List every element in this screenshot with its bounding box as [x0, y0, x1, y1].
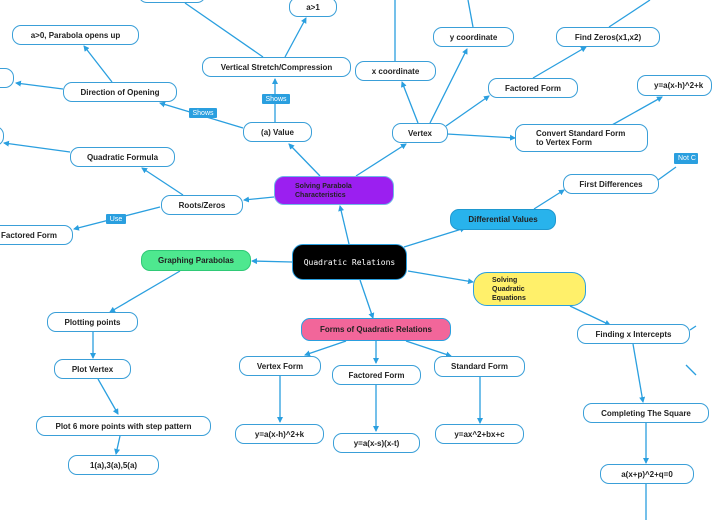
- tag-not: Not C: [674, 153, 698, 164]
- root-topic[interactable]: Quadratic Relations: [292, 244, 407, 280]
- topic-solving-parabola[interactable]: Solving Parabola Characteristics: [274, 176, 394, 205]
- node-factored-form-equation[interactable]: y=a(x-s)(x-t): [333, 433, 420, 453]
- node-finding-x-intercepts[interactable]: Finding x Intercepts: [577, 324, 690, 344]
- topic-differential-values[interactable]: Differential Values: [450, 209, 556, 230]
- node-offscreen-left-1[interactable]: [0, 68, 14, 88]
- node-roots-zeros[interactable]: Roots/Zeros: [161, 195, 243, 215]
- node-completed-equation[interactable]: a(x+p)^2+q=0: [600, 464, 694, 484]
- node-quadratic-formula[interactable]: Quadratic Formula: [70, 147, 175, 167]
- node-a-greater-0[interactable]: a>0, Parabola opens up: [12, 25, 139, 45]
- node-first-differences[interactable]: First Differences: [563, 174, 659, 194]
- node-convert-standard[interactable]: Convert Standard Form to Vertex Form: [515, 124, 648, 152]
- node-plot-vertex[interactable]: Plot Vertex: [54, 359, 131, 379]
- node-factored-form[interactable]: Factored Form: [332, 365, 421, 385]
- node-vertex-form[interactable]: Vertex Form: [239, 356, 321, 376]
- node-vertex-form-equation[interactable]: y=a(x-h)^2+k: [235, 424, 324, 444]
- node-factored-form-vertex[interactable]: Factored Form: [488, 78, 578, 98]
- node-offscreen-top[interactable]: [138, 0, 206, 3]
- node-direction-opening[interactable]: Direction of Opening: [63, 82, 177, 102]
- node-vertical-stretch[interactable]: Vertical Stretch/Compression: [202, 57, 351, 77]
- topic-forms[interactable]: Forms of Quadratic Relations: [301, 318, 451, 341]
- node-standard-form-equation[interactable]: y=ax^2+bx+c: [435, 424, 524, 444]
- node-vertex[interactable]: Vertex: [392, 123, 448, 143]
- node-find-zeros[interactable]: Find Zeros(x1,x2): [556, 27, 660, 47]
- tag-shows-a-value: Shows: [189, 108, 217, 118]
- tag-shows-stretch: Shows: [262, 94, 290, 104]
- topic-solving-equations[interactable]: Solving Quadratic Equations: [473, 272, 586, 306]
- topic-graphing-parabolas[interactable]: Graphing Parabolas: [141, 250, 251, 271]
- node-a-value[interactable]: (a) Value: [243, 122, 312, 142]
- node-plot-6-points[interactable]: Plot 6 more points with step pattern: [36, 416, 211, 436]
- node-x-coordinate[interactable]: x coordinate: [355, 61, 436, 81]
- node-plotting-points[interactable]: Plotting points: [47, 312, 138, 332]
- connector-lines: [3, 0, 697, 520]
- node-vertex-eq-right[interactable]: y=a(x-h)^2+k: [637, 75, 712, 96]
- node-y-coordinate[interactable]: y coordinate: [433, 27, 514, 47]
- tag-use: Use: [106, 214, 126, 224]
- node-completing-square[interactable]: Completing The Square: [583, 403, 709, 423]
- node-standard-form[interactable]: Standard Form: [434, 356, 525, 377]
- node-a-greater-1[interactable]: a>1: [289, 0, 337, 17]
- node-step-pattern[interactable]: 1(a),3(a),5(a): [68, 455, 159, 475]
- node-factored-form-left[interactable]: Factored Form: [0, 225, 73, 245]
